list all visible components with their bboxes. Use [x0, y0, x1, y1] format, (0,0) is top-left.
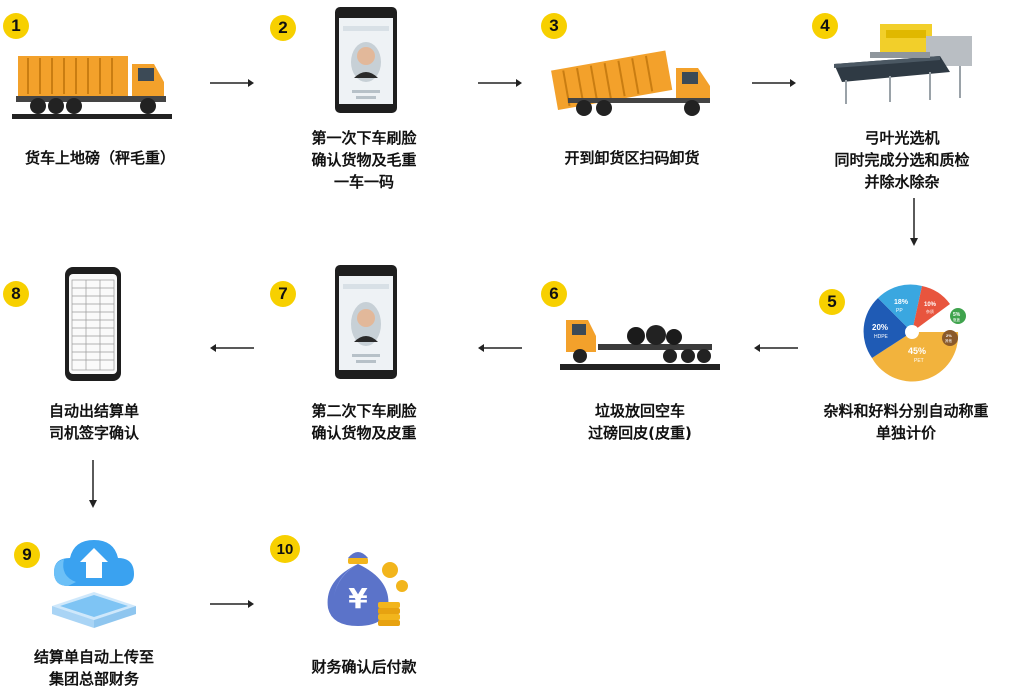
step-2-line-2: 确认货物及毛重: [311, 151, 417, 169]
step-1-line-1: 货车上地磅（秤毛重）: [24, 149, 175, 167]
pie-pp-label: PP: [896, 308, 903, 314]
left-arrow-icon: [754, 342, 798, 354]
step-7-line-1: 第二次下车刷脸: [311, 402, 417, 420]
pie-cap-pct: 5%: [953, 312, 961, 318]
step-7-caption: 第二次下车刷脸 确认货物及皮重: [284, 400, 444, 444]
step-2-caption: 第一次下车刷脸 确认货物及毛重 一车一码: [284, 127, 444, 193]
step-5-badge: 5: [819, 289, 845, 315]
step-4-caption: 弓叶光选机 同时完成分选和质检 并除水除杂: [802, 127, 1002, 193]
step-1-badge: 1: [3, 13, 29, 39]
step-8-caption: 自动出结算单 司机签字确认: [14, 400, 174, 444]
step-3-line-1: 开到卸货区扫码卸货: [564, 149, 700, 167]
face-scan-terminal-illustration: [334, 6, 398, 114]
step-2-badge: 2: [270, 15, 296, 41]
pie-cap-label: 瓶盖: [953, 317, 961, 322]
step-3-caption: 开到卸货区扫码卸货: [532, 147, 732, 169]
pie-pet-label: PET: [914, 358, 924, 364]
money-bag-icon: ¥: [318, 544, 414, 630]
left-arrow-icon: [210, 342, 254, 354]
step-4-badge: 4: [812, 13, 838, 39]
step-9-caption: 结算单自动上传至 集团总部财务: [14, 646, 174, 690]
right-arrow-icon: [210, 77, 254, 89]
step-10-caption: 财务确认后付款: [284, 656, 444, 678]
step-7-badge: 7: [270, 281, 296, 307]
optical-sorter-machine-illustration: [830, 22, 980, 106]
step-9-line-2: 集团总部财务: [48, 670, 139, 688]
step-9-badge: 9: [14, 542, 40, 568]
step-6-line-1: 垃圾放回空车: [594, 402, 685, 420]
right-arrow-icon: [210, 598, 254, 610]
step-5-caption: 杂料和好料分别自动称重 单独计价: [802, 400, 1010, 444]
yen-symbol: ¥: [348, 582, 368, 615]
truck-on-scale-illustration: [12, 50, 172, 122]
pie-hdpe-label: HDPE: [874, 334, 889, 340]
pie-other-label: 其他: [945, 338, 953, 343]
step-2-line-1: 第一次下车刷脸: [311, 129, 417, 147]
down-arrow-icon: [908, 198, 920, 246]
face-scan-terminal-illustration: [334, 264, 398, 380]
right-arrow-icon: [752, 77, 796, 89]
right-arrow-icon: [478, 77, 522, 89]
step-8-line-2: 司机签字确认: [48, 424, 139, 442]
step-6-line-2: 过磅回皮(皮重): [588, 424, 692, 442]
step-2-line-3: 一车一码: [333, 173, 394, 191]
step-10-badge: 10: [270, 535, 300, 563]
step-4-line-3: 并除水除杂: [864, 173, 940, 191]
material-pie-chart-illustration: 18% PP 10% 杂质 5% 瓶盖 2% 其他 45% PET 20% HD…: [858, 280, 978, 390]
step-10-line-1: 财务确认后付款: [311, 658, 417, 676]
pie-pet-pct: 45%: [908, 346, 926, 356]
step-1-caption: 货车上地磅（秤毛重）: [0, 147, 200, 169]
step-6-caption: 垃圾放回空车 过磅回皮(皮重): [560, 400, 720, 444]
step-4-line-2: 同时完成分选和质检: [834, 151, 970, 169]
step-7-line-2: 确认货物及皮重: [311, 424, 417, 442]
step-6-badge: 6: [541, 281, 567, 307]
dump-truck-unloading-illustration: [546, 40, 718, 122]
step-8-line-1: 自动出结算单: [48, 402, 139, 420]
left-arrow-icon: [478, 342, 522, 354]
step-3-badge: 3: [541, 13, 567, 39]
empty-truck-with-trash-bags-illustration: [560, 306, 720, 372]
step-9-line-1: 结算单自动上传至: [33, 648, 154, 666]
cloud-upload-icon: [46, 532, 142, 632]
step-8-badge: 8: [3, 281, 29, 307]
down-arrow-icon: [87, 460, 99, 508]
step-5-line-2: 单独计价: [875, 424, 936, 442]
pie-hdpe-pct: 20%: [872, 323, 888, 332]
step-4-line-1: 弓叶光选机: [864, 129, 940, 147]
pie-impurity-pct: 10%: [924, 302, 937, 308]
pie-other-pct: 2%: [946, 333, 952, 338]
pie-impurity-label: 杂质: [926, 308, 934, 314]
phone-settlement-sheet-illustration: [64, 266, 122, 382]
pie-pp-pct: 18%: [894, 299, 909, 306]
step-5-line-1: 杂料和好料分别自动称重: [823, 402, 989, 420]
